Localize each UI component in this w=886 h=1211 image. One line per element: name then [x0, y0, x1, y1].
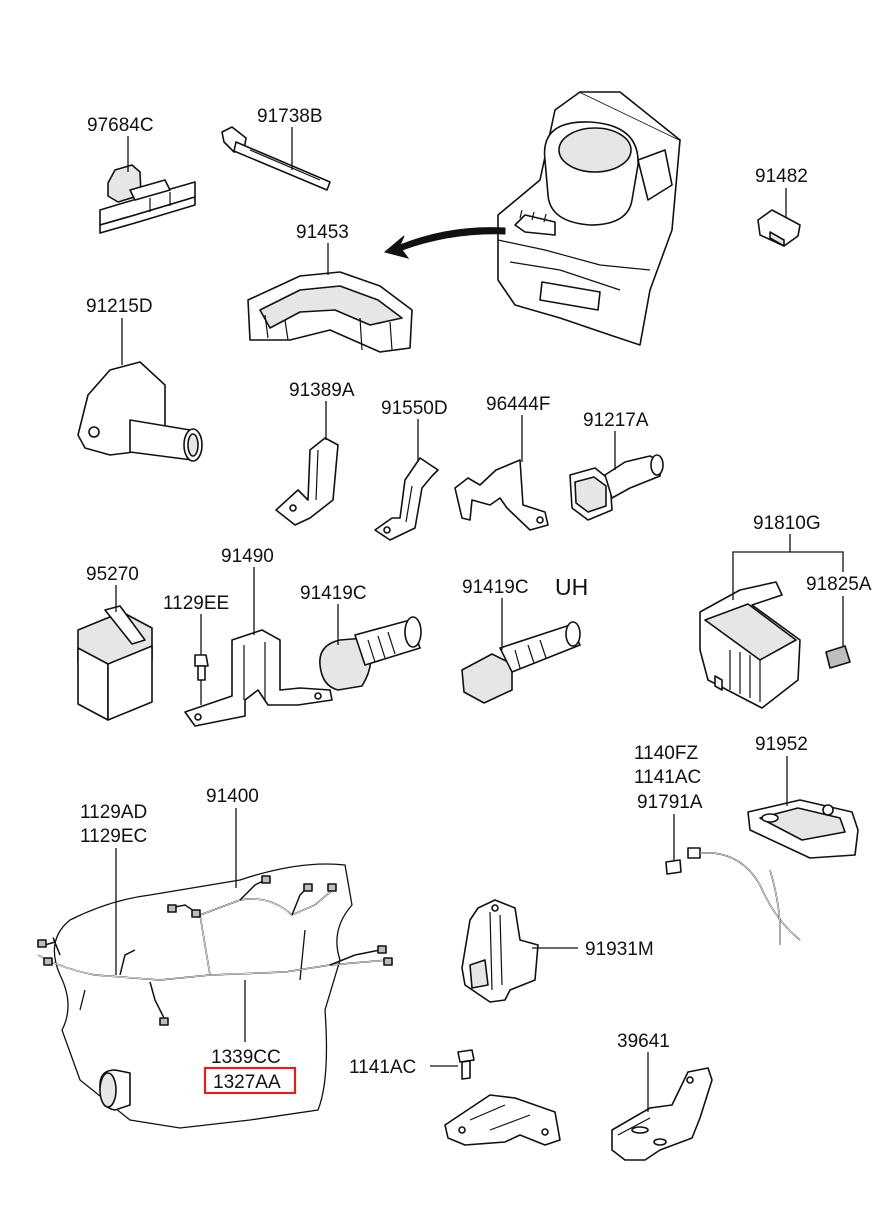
part-91550d-bracket[interactable] — [374, 457, 439, 541]
part-91419c-uh-connector[interactable] — [461, 621, 581, 704]
part-91419c-connector-left[interactable] — [319, 616, 422, 691]
part-97684c-clip[interactable] — [99, 164, 196, 234]
leader-91810g — [732, 534, 844, 600]
part-bracket-bottom[interactable] — [444, 1094, 561, 1146]
label-91931m: 91931M — [585, 939, 654, 960]
part-91931m-bracket[interactable] — [461, 899, 539, 1003]
part-91217a-connector[interactable] — [569, 454, 664, 521]
part-95270-module[interactable] — [77, 605, 153, 721]
label-96444f: 96444F — [486, 394, 550, 415]
part-91825a-fuse[interactable] — [825, 645, 851, 669]
label-91419c-right: 91419C — [462, 577, 529, 598]
label-91217a: 91217A — [583, 410, 649, 431]
label-1129ec: 1129EC — [80, 826, 147, 847]
label-1140fz: 1140FZ — [634, 743, 698, 764]
label-95270: 95270 — [86, 564, 139, 585]
label-97684c: 97684C — [87, 115, 154, 136]
part-1141ac-bolt[interactable] — [457, 1049, 475, 1080]
part-91810g-junction-block[interactable] — [699, 581, 801, 709]
label-91791a: 91791A — [637, 792, 703, 813]
label-91810g: 91810G — [753, 513, 821, 534]
label-91825a: 91825A — [806, 574, 872, 595]
part-91490-bracket[interactable] — [184, 629, 333, 727]
label-91400: 91400 — [206, 786, 259, 807]
arrow-icon — [383, 227, 506, 259]
label-91419c-left: 91419C — [300, 583, 367, 604]
label-91490: 91490 — [221, 546, 274, 567]
part-91738b-cable-tie[interactable] — [221, 126, 331, 191]
label-91482: 91482 — [755, 166, 808, 187]
label-91389a: 91389A — [289, 380, 355, 401]
part-91791a-ground-wire[interactable] — [665, 847, 801, 946]
engine-bay-view — [497, 91, 681, 346]
label-1141ac-top: 1141AC — [634, 767, 701, 788]
engine-outline — [53, 863, 353, 1129]
label-1129ad: 1129AD — [80, 802, 147, 823]
label-39641: 39641 — [617, 1031, 670, 1052]
label-91550d: 91550D — [381, 398, 448, 419]
label-1339cc: 1339CC — [211, 1047, 281, 1068]
label-91738b: 91738B — [257, 106, 323, 127]
label-91952: 91952 — [755, 734, 808, 755]
part-91482-connector[interactable] — [757, 209, 801, 247]
label-uh: UH — [555, 574, 588, 600]
part-91952-plate[interactable] — [747, 799, 859, 859]
part-91389a-bracket[interactable] — [275, 437, 339, 526]
part-91453-protector[interactable] — [247, 271, 413, 353]
label-1129ee: 1129EE — [163, 593, 229, 614]
label-91453: 91453 — [296, 222, 349, 243]
part-1129ee-bolt[interactable] — [194, 654, 209, 681]
label-1327aa[interactable]: 1327AA — [213, 1072, 281, 1093]
highlight-box-1327aa — [203, 1066, 297, 1095]
part-39641-bracket[interactable] — [611, 1067, 713, 1161]
label-91215d: 91215D — [86, 296, 153, 317]
part-91400-wiring-harness[interactable] — [37, 875, 393, 1026]
part-91215d-grommet[interactable] — [77, 361, 203, 462]
label-1141ac-bottom: 1141AC — [349, 1057, 416, 1078]
part-96444f-bracket[interactable] — [454, 459, 549, 531]
